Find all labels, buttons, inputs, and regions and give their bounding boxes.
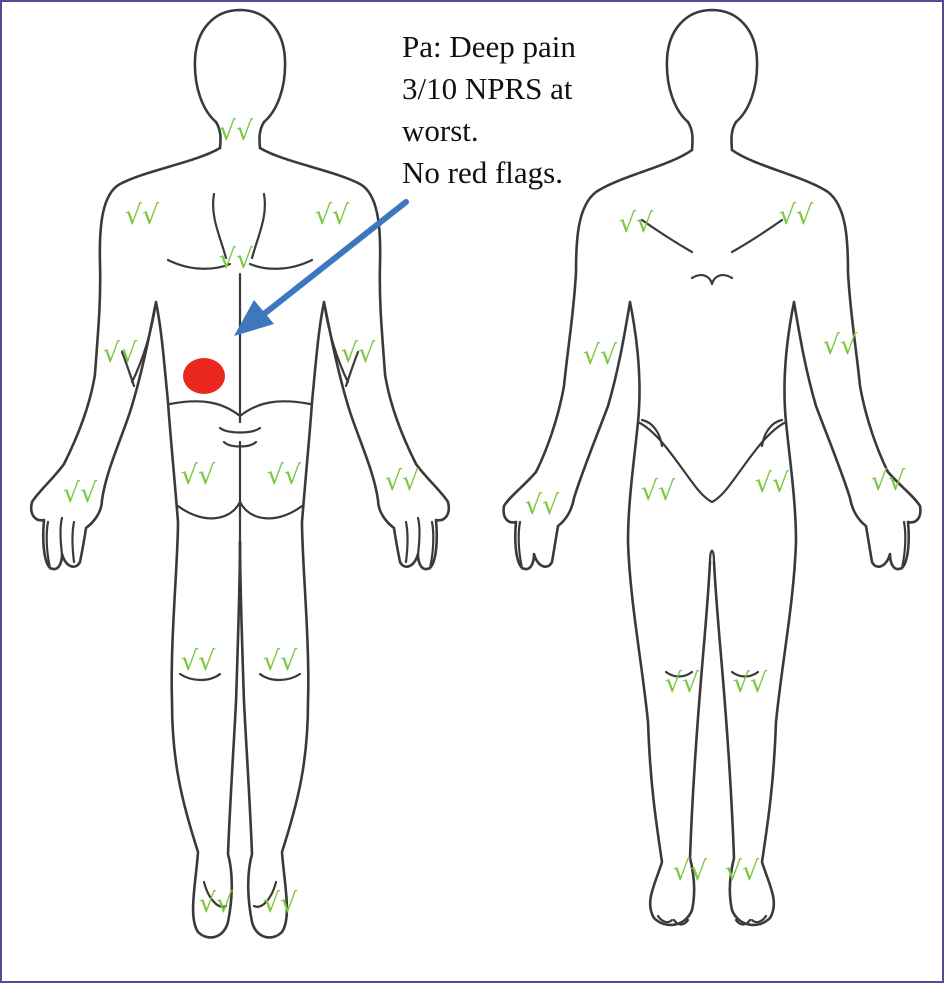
- back-body-outline-left: [31, 148, 240, 937]
- check-mark: √√: [267, 460, 302, 491]
- check-marks-layer: √√ √√ √√ √√ √√ √√ √√ √√ √√ √√ √√ √√ √√ √√ √√ √√ √√ √√ √√ √√…: [63, 116, 906, 919]
- check-mark: √√: [125, 200, 160, 231]
- check-mark: √√: [755, 468, 790, 499]
- back-body-outline-right: [240, 148, 449, 937]
- check-mark: √√: [583, 340, 618, 371]
- check-mark: √√: [103, 338, 138, 369]
- check-mark: √√: [341, 338, 376, 369]
- check-mark: √√: [263, 646, 298, 677]
- front-head-outline: [667, 10, 712, 150]
- check-mark: √√: [181, 646, 216, 677]
- check-mark: √√: [315, 200, 350, 231]
- check-mark: √√: [823, 330, 858, 361]
- front-body-outline-right: [714, 150, 920, 925]
- check-mark: √√: [641, 476, 676, 507]
- pain-area-marker: [183, 358, 225, 394]
- check-mark: √√: [871, 466, 906, 497]
- annotation-line: worst.: [402, 110, 576, 152]
- check-mark: √√: [181, 460, 216, 491]
- check-mark: √√: [665, 668, 700, 699]
- check-mark: √√: [725, 856, 760, 887]
- check-mark: √√: [385, 466, 420, 497]
- check-mark: √√: [673, 856, 708, 887]
- check-mark: √√: [219, 244, 254, 275]
- pain-annotation: Pa: Deep pain 3/10 NPRS at worst. No red…: [402, 26, 576, 194]
- annotation-line: Pa: Deep pain: [402, 26, 576, 68]
- front-body-outline-left: [504, 150, 710, 925]
- annotation-line: 3/10 NPRS at: [402, 68, 576, 110]
- check-mark: √√: [199, 888, 234, 919]
- check-mark: √√: [619, 208, 654, 239]
- check-mark: √√: [263, 888, 298, 919]
- check-mark: √√: [219, 116, 254, 147]
- annotation-line: No red flags.: [402, 152, 576, 194]
- check-mark: √√: [733, 668, 768, 699]
- check-mark: √√: [779, 200, 814, 231]
- check-mark: √√: [63, 478, 98, 509]
- check-mark: √√: [525, 490, 560, 521]
